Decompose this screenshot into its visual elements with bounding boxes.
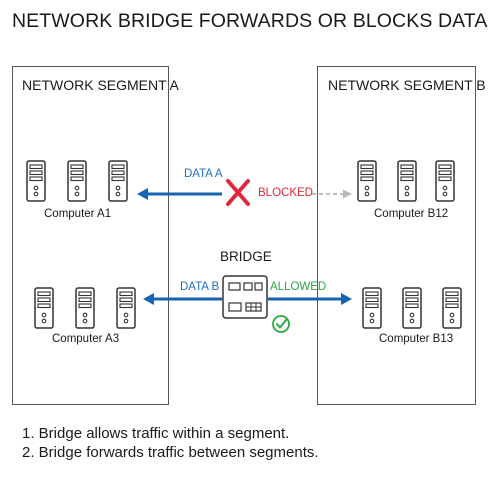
- computer-b13-tower-2-icon: [402, 287, 422, 329]
- blocked-x-icon: [226, 179, 250, 206]
- computer-a3-tower-1-icon: [34, 287, 54, 329]
- note-item: 2. Bridge forwards traffic between segme…: [22, 444, 319, 461]
- computer-a3-label: Computer A3: [52, 333, 120, 345]
- note-item: 1. Bridge allows traffic within a segmen…: [22, 425, 290, 442]
- computer-a1-tower-2-icon: [67, 160, 87, 202]
- computer-a1-tower-3-icon: [108, 160, 128, 202]
- bridge-label: BRIDGE: [220, 249, 272, 264]
- computer-a3-tower-2-icon: [75, 287, 95, 329]
- computer-b13-label: Computer B13: [379, 333, 454, 345]
- data-b-label: DATA B: [180, 281, 220, 293]
- computer-b13-tower-1-icon: [362, 287, 382, 329]
- allowed-label: ALLOWED: [270, 281, 327, 293]
- computer-a3-tower-3-icon: [116, 287, 136, 329]
- check-circle-icon: [272, 315, 290, 333]
- segment-b-label: NETWORK SEGMENT B: [328, 77, 486, 93]
- blocked-forward-arrow: [312, 189, 352, 199]
- network-segment-b: [317, 66, 476, 405]
- computer-b12-tower-3-icon: [435, 160, 455, 202]
- data-a-arrow: [137, 188, 222, 200]
- computer-b12-tower-2-icon: [397, 160, 417, 202]
- segment-a-label: NETWORK SEGMENT A: [22, 77, 179, 93]
- computer-a1-tower-1-icon: [26, 160, 46, 202]
- computer-a1-label: Computer A1: [44, 208, 112, 220]
- notes-list: 1. Bridge allows traffic within a segmen…: [22, 424, 319, 462]
- network-segment-a: [12, 66, 169, 405]
- data-b-arrow: [143, 293, 222, 305]
- blocked-label: BLOCKED: [258, 187, 313, 199]
- data-a-label: DATA A: [184, 168, 223, 180]
- allowed-forward-arrow: [268, 293, 352, 305]
- bridge-device-icon: [222, 275, 268, 319]
- computer-b12-label: Computer B12: [374, 208, 449, 220]
- diagram-title: NETWORK BRIDGE FORWARDS OR BLOCKS DATA: [12, 10, 488, 32]
- computer-b13-tower-3-icon: [442, 287, 462, 329]
- computer-b12-tower-1-icon: [357, 160, 377, 202]
